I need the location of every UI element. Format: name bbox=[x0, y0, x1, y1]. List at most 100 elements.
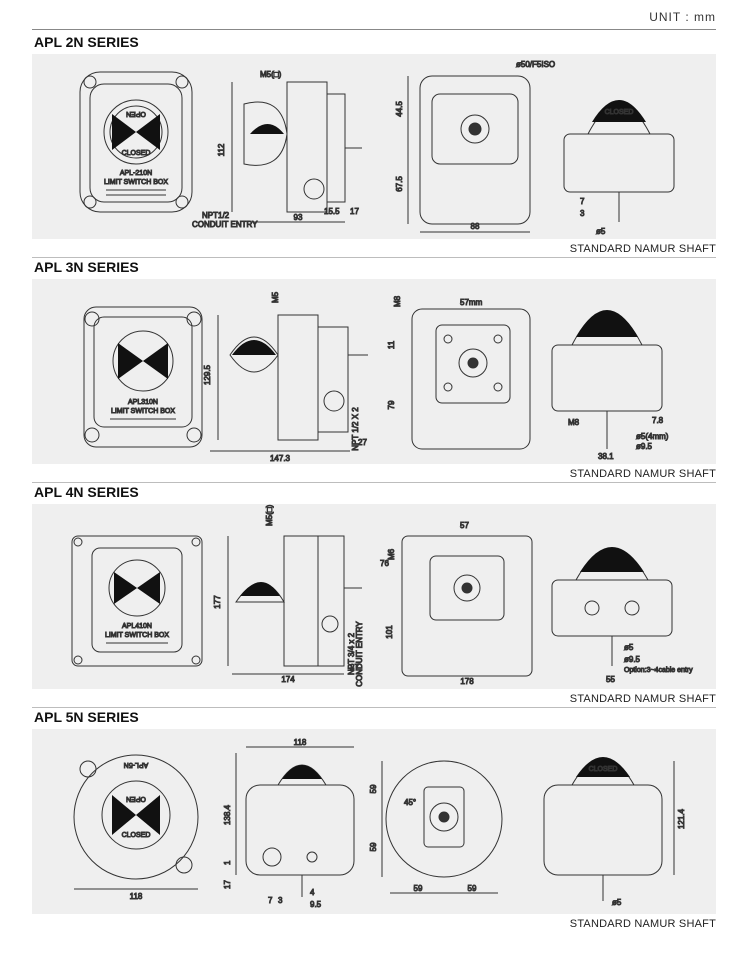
mount-hole bbox=[175, 856, 193, 874]
back-view: M8 57mm 11 79 bbox=[387, 295, 531, 450]
indicator-dome bbox=[112, 330, 174, 392]
caption-divider bbox=[32, 707, 716, 708]
apl-5n-drawings: OPEN CLOSED APL-5N 118 118 138.4 1 17 7 bbox=[73, 738, 687, 910]
dome-black bbox=[282, 765, 322, 779]
dim-27: 27 bbox=[358, 438, 367, 447]
indicator-dome bbox=[108, 559, 166, 617]
front-view: OPEN CLOSED APL-210N LIMIT SWITCH BOX bbox=[79, 71, 193, 213]
front-view: OPEN CLOSED APL-5N 118 bbox=[73, 754, 199, 902]
shaft-9-5-label: ø9.5 bbox=[624, 655, 641, 664]
dome-closed-label: CLOSED bbox=[589, 766, 618, 773]
section-apl-5n: APL 5N SERIES OPEN CLOSED APL-5N 118 118 bbox=[32, 709, 716, 939]
dome-side bbox=[277, 764, 327, 786]
unit-label: UNIT : mm bbox=[649, 10, 716, 24]
shaft-5-label: ø5(4mm) bbox=[636, 432, 669, 441]
housing-outline bbox=[83, 306, 203, 448]
angle-label: 45° bbox=[404, 798, 416, 807]
dim-width: 93 bbox=[294, 213, 303, 222]
dome-black bbox=[576, 757, 630, 777]
mount-hole bbox=[186, 427, 202, 443]
dim-38-1: 38.1 bbox=[598, 452, 614, 461]
indicator-dome bbox=[101, 780, 171, 850]
shaft-5-label: ø5 bbox=[624, 643, 634, 652]
dim-57: 57mm bbox=[460, 298, 483, 307]
conduit-label-2: CONDUIT ENTRY bbox=[355, 621, 364, 687]
flange-frame bbox=[423, 786, 465, 848]
dim-width: 174 bbox=[281, 675, 295, 684]
section-apl-4n: APL 4N SERIES APL410N LIMIT SWITCH BOX bbox=[32, 484, 716, 709]
series-caption: STANDARD NAMUR SHAFT bbox=[569, 918, 716, 930]
indicator-bowtie-icon bbox=[112, 795, 160, 835]
apl-3n-drawings: APL310N LIMIT SWITCH BOX 129.5 M5 NPT 1/… bbox=[83, 291, 669, 464]
shaft-label: ø5 bbox=[596, 227, 606, 236]
section-title: APL 2N SERIES bbox=[34, 34, 139, 50]
plate-model: APL410N bbox=[122, 623, 152, 630]
dim-17: 17 bbox=[350, 207, 359, 216]
section-apl-3n: APL 3N SERIES APL310N LIMIT SWITCH BOX bbox=[32, 259, 716, 484]
screw-label: M5(□) bbox=[260, 70, 282, 79]
m6-label: M6 bbox=[387, 548, 396, 560]
flange-circle bbox=[429, 802, 459, 832]
mount-hole bbox=[84, 427, 100, 443]
housing-end bbox=[551, 344, 663, 412]
dim-57: 57 bbox=[460, 521, 469, 530]
conduit-circle bbox=[262, 847, 282, 867]
housing-end bbox=[543, 784, 663, 876]
conduit-label-2: CONDUIT ENTRY bbox=[192, 220, 258, 229]
cable-entry bbox=[624, 600, 640, 616]
dome-black-half bbox=[232, 340, 276, 355]
section-apl-2n: APL 2N SERIES OPEN CLOSED APL-210N LIMIT… bbox=[32, 34, 716, 259]
housing-end bbox=[551, 579, 673, 637]
dim-59-d: 59 bbox=[468, 884, 477, 893]
conduit-circle bbox=[303, 178, 325, 200]
flange-frame bbox=[431, 93, 519, 165]
dim-59-a: 59 bbox=[369, 784, 378, 793]
bolt-hole bbox=[443, 382, 453, 392]
body-back bbox=[326, 93, 346, 203]
dim-101: 101 bbox=[385, 625, 394, 639]
caption-divider bbox=[32, 482, 716, 483]
housing-outline bbox=[73, 754, 199, 880]
back-view: 59 45° 59 59 59 bbox=[369, 760, 503, 894]
series-caption: STANDARD NAMUR SHAFT bbox=[569, 693, 716, 705]
housing-inner bbox=[93, 316, 193, 428]
body-side bbox=[277, 314, 319, 441]
indicator-open-label: OPEN bbox=[126, 110, 146, 117]
side-view: 118 138.4 1 17 7 3 4 9.5 bbox=[223, 738, 355, 910]
body-side bbox=[283, 535, 319, 667]
dome-black-half bbox=[240, 582, 280, 596]
dome-closed-label: CLOSED bbox=[605, 109, 634, 116]
indicator-dome bbox=[103, 99, 169, 165]
plate-model: APL-210N bbox=[120, 170, 152, 177]
dim-55: 55 bbox=[606, 675, 615, 684]
indicator-closed-label: CLOSED bbox=[122, 150, 151, 157]
drawing-panel: OPEN CLOSED APL-5N 118 118 138.4 1 17 7 bbox=[32, 729, 716, 914]
side-view: 177 M5(□) NPT 3/4 x 2 CONDUIT ENTRY 174 … bbox=[213, 504, 365, 687]
front-view: APL410N LIMIT SWITCH BOX bbox=[71, 535, 203, 667]
mount-hole bbox=[84, 311, 100, 327]
dome-end-view: M8 7.8 ø5(4mm) ø9.5 38.1 bbox=[551, 310, 669, 462]
body-side bbox=[286, 81, 328, 213]
dim-118-front: 118 bbox=[130, 892, 143, 901]
housing-inner bbox=[89, 83, 183, 203]
mount-hole bbox=[73, 537, 83, 547]
body-side bbox=[245, 784, 355, 876]
m8-label: M8 bbox=[568, 418, 580, 427]
dim-width-back: 88 bbox=[471, 222, 480, 231]
shaft-label: ø5 bbox=[612, 898, 622, 907]
mount-hole bbox=[175, 75, 189, 89]
dome-black bbox=[576, 310, 638, 337]
screw-label: M5(□) bbox=[265, 504, 274, 526]
housing-outline bbox=[71, 535, 203, 667]
dome-black-half bbox=[250, 124, 284, 134]
housing-back bbox=[401, 535, 533, 677]
series-caption: STANDARD NAMUR SHAFT bbox=[569, 468, 716, 480]
apl-2n-drawings: OPEN CLOSED APL-210N LIMIT SWITCH BOX 11… bbox=[79, 60, 675, 237]
back-view: 57 M6 76 101 178 bbox=[380, 521, 533, 687]
conduit-circle bbox=[321, 615, 339, 633]
indicator-closed-label: CLOSED bbox=[122, 832, 151, 839]
indicator-ring bbox=[109, 105, 163, 159]
caption-divider bbox=[32, 257, 716, 258]
front-view: APL310N LIMIT SWITCH BOX bbox=[83, 306, 203, 448]
shaft-center bbox=[468, 122, 482, 136]
